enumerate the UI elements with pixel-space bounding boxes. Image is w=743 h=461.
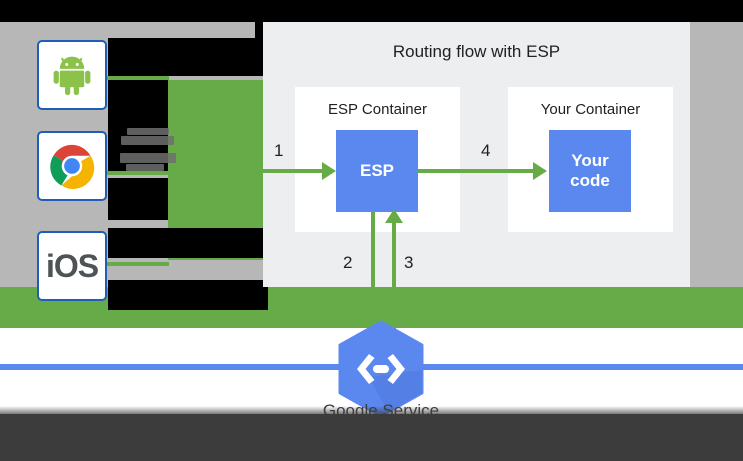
- client-tile-chrome[interactable]: [37, 131, 107, 201]
- obscured-text-fragment: [121, 136, 174, 145]
- client-tile-ios[interactable]: iOS: [37, 231, 107, 301]
- occlusion-block: [108, 280, 268, 310]
- client-tile-android[interactable]: [37, 40, 107, 110]
- flow-arrow-2-line: [371, 211, 375, 331]
- top-black-occluder: [0, 0, 743, 22]
- obscured-text-fragment: [127, 128, 169, 135]
- step-number-3: 3: [404, 253, 414, 272]
- bottom-dark-occluder: [0, 414, 743, 461]
- occlusion-block: [108, 38, 268, 76]
- flow-arrow-3-line: [392, 222, 396, 331]
- your-code-block[interactable]: Your code: [549, 130, 631, 212]
- flow-arrow-1-head: [322, 162, 336, 180]
- esp-service-block-label: ESP: [359, 160, 395, 180]
- panel-title: Routing flow with ESP: [392, 42, 561, 61]
- step-number-2: 2: [343, 253, 353, 272]
- esp-container-label: ESP Container: [328, 101, 427, 118]
- flow-arrow-4-head: [533, 162, 547, 180]
- flow-arrow-1-line: [263, 169, 325, 173]
- step-number-4: 4: [481, 141, 491, 160]
- client-connector-chrome: [107, 171, 169, 175]
- client-connector-android: [107, 76, 169, 80]
- occlusion-block: [108, 80, 168, 125]
- occlusion-block: [108, 178, 168, 220]
- flow-arrow-3-head: [385, 209, 403, 223]
- flow-arrow-4-line: [418, 169, 534, 173]
- your-container-label: Your Container: [540, 101, 641, 118]
- occlusion-block: [108, 228, 268, 258]
- caption-fade-occluder: [0, 406, 743, 416]
- chrome-icon: [50, 144, 95, 189]
- android-icon: [53, 56, 91, 96]
- ios-text-icon: iOS: [45, 247, 99, 284]
- step-number-1: 1: [274, 141, 284, 160]
- obscured-text-fragment: [126, 164, 164, 171]
- obscured-text-fragment: [120, 153, 176, 163]
- your-code-block-label: Your code: [570, 150, 610, 190]
- client-connector-ios: [107, 262, 169, 266]
- esp-service-block[interactable]: ESP: [336, 130, 418, 212]
